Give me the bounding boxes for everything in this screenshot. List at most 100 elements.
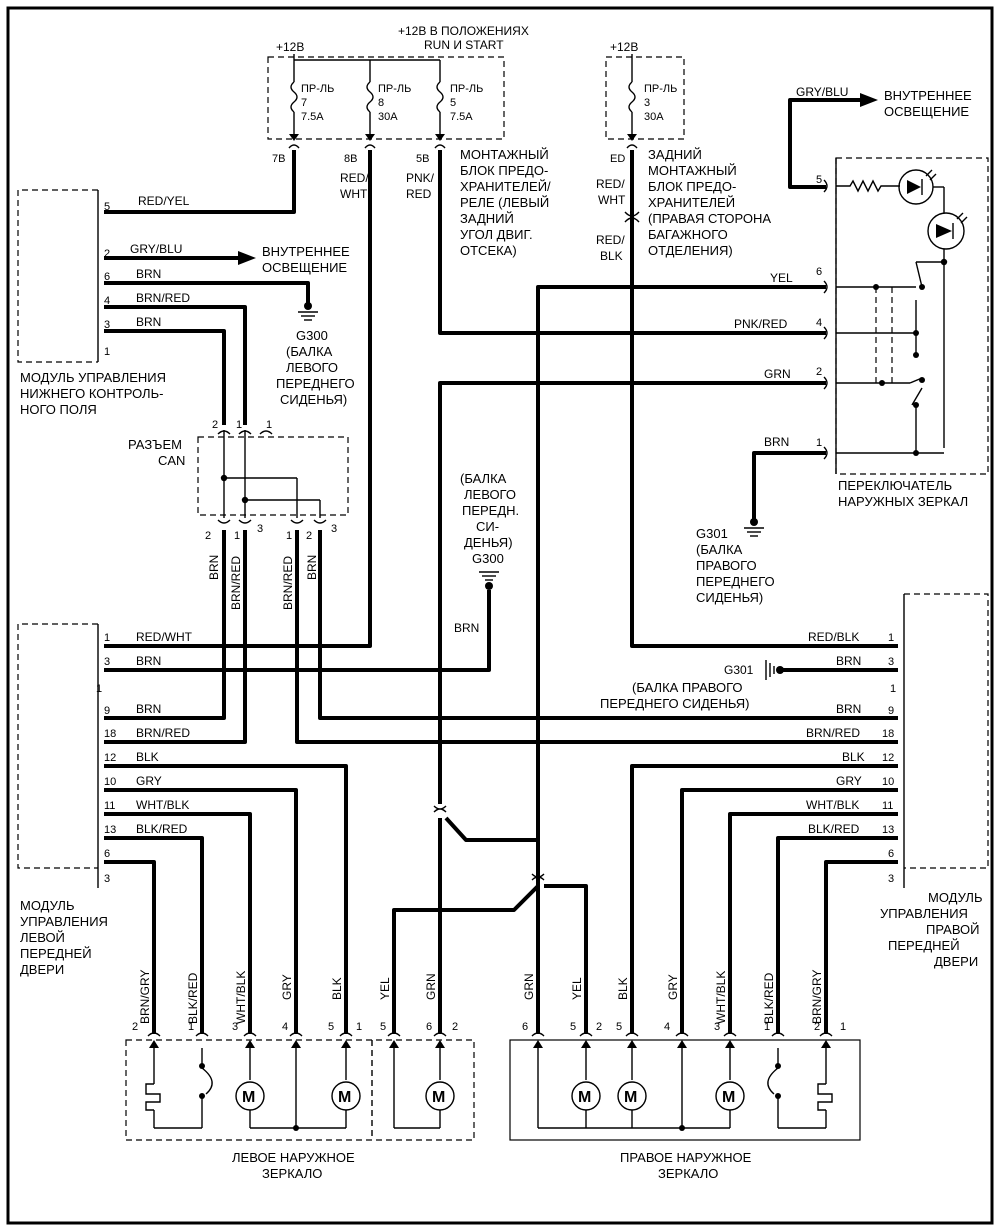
svg-text:ЗАДНИЙ: ЗАДНИЙ [648, 147, 702, 162]
svg-text:ПР-ЛЬ: ПР-ЛЬ [301, 83, 334, 95]
svg-text:2: 2 [104, 248, 110, 260]
svg-text:ХРАНИТЕЛЕЙ: ХРАНИТЕЛЕЙ [648, 195, 735, 210]
run-start-caption-2: RUN И START [424, 38, 504, 52]
svg-text:(БАЛКА ПРАВОГО: (БАЛКА ПРАВОГО [632, 680, 743, 695]
svg-text:ОТДЕЛЕНИЯ): ОТДЕЛЕНИЯ) [648, 243, 733, 258]
svg-text:СИ-: СИ- [476, 519, 499, 534]
svg-text:УПРАВЛЕНИЯ: УПРАВЛЕНИЯ [880, 906, 968, 921]
svg-text:7: 7 [301, 97, 307, 109]
svg-text:11: 11 [104, 800, 115, 812]
svg-text:2: 2 [212, 419, 218, 431]
svg-text:M: M [578, 1089, 591, 1106]
svg-text:1: 1 [890, 683, 896, 695]
svg-text:GRN: GRN [764, 367, 791, 381]
svg-text:4: 4 [104, 295, 110, 307]
svg-text:GRY: GRY [136, 774, 162, 788]
svg-text:БЛОК ПРЕДО-: БЛОК ПРЕДО- [648, 179, 736, 194]
svg-text:G301: G301 [696, 526, 728, 541]
svg-text:6: 6 [104, 271, 110, 283]
svg-text:РЕЛЕ (ЛЕВЫЙ: РЕЛЕ (ЛЕВЫЙ [460, 195, 549, 210]
svg-text:1: 1 [356, 1021, 362, 1033]
pin-7b: 7B [272, 153, 285, 165]
svg-text:2: 2 [452, 1021, 458, 1033]
svg-text:ПЕРЕДНЕГО: ПЕРЕДНЕГО [276, 376, 355, 391]
svg-text:PNK/: PNK/ [406, 171, 435, 185]
svg-text:ПЕРЕДНЕЙ: ПЕРЕДНЕЙ [888, 938, 960, 953]
svg-text:12: 12 [882, 752, 894, 764]
svg-text:ДВЕРИ: ДВЕРИ [934, 954, 978, 969]
svg-text:BLK/RED: BLK/RED [186, 972, 200, 1024]
front-fuse-block-caption: МОНТАЖНЫЙ БЛОК ПРЕДО- ХРАНИТЕЛЕЙ/ РЕЛЕ (… [460, 147, 551, 258]
svg-text:3: 3 [104, 656, 110, 668]
mirror-wire-labels: BRN/GRY BLK/RED WHT/BLK GRY BLK YEL GRN … [138, 970, 824, 1024]
outer-frame [6, 6, 994, 1225]
svg-text:BRN: BRN [136, 702, 161, 716]
svg-text:ОСВЕЩЕНИЕ: ОСВЕЩЕНИЕ [884, 104, 969, 119]
fuse-7: ПР-ЛЬ 7 7.5A 7B [272, 60, 334, 165]
front-fuse-block: +12В В ПОЛОЖЕНИЯХ RUN И START +12В ПР-ЛЬ… [267, 24, 551, 258]
svg-text:6: 6 [816, 266, 822, 278]
svg-text:M: M [722, 1089, 735, 1106]
can-connector: РАЗЪЕМ CAN 2 1 1 2 1 3 1 2 3 [128, 419, 349, 542]
svg-text:BLK: BLK [616, 977, 630, 1000]
pin-5b: 5B [416, 153, 429, 165]
svg-text:BRN: BRN [836, 654, 861, 668]
svg-text:5: 5 [328, 1021, 334, 1033]
svg-text:4: 4 [664, 1021, 670, 1033]
svg-text:WHT/BLK: WHT/BLK [234, 971, 248, 1024]
svg-text:CAN: CAN [158, 453, 185, 468]
svg-text:BRN/GRY: BRN/GRY [810, 970, 824, 1024]
svg-text:ОТСЕКА): ОТСЕКА) [460, 243, 517, 258]
svg-text:3: 3 [888, 656, 894, 668]
lower-panel-caption-2: НИЖНЕГО КОНТРОЛЬ- [20, 386, 163, 401]
svg-text:ЛЕВОЙ: ЛЕВОЙ [20, 930, 65, 945]
svg-text:10: 10 [882, 776, 894, 788]
svg-text:BLK: BLK [600, 249, 623, 263]
svg-text:GRY: GRY [836, 774, 862, 788]
svg-text:BRN/RED: BRN/RED [806, 726, 860, 740]
svg-text:1: 1 [266, 419, 272, 431]
svg-text:BRN/RED: BRN/RED [229, 556, 243, 610]
fuse-5: ПР-ЛЬ 5 7.5A 5B [416, 60, 483, 165]
svg-text:1: 1 [888, 632, 894, 644]
svg-text:BLK/RED: BLK/RED [762, 972, 776, 1024]
svg-text:RED/WHT: RED/WHT [136, 630, 193, 644]
svg-text:2: 2 [816, 366, 822, 378]
svg-text:5: 5 [616, 1021, 622, 1033]
svg-text:ПЕРЕДНЕГО СИДЕНЬЯ): ПЕРЕДНЕГО СИДЕНЬЯ) [600, 696, 750, 711]
svg-text:9: 9 [104, 705, 110, 717]
svg-text:RED/: RED/ [596, 233, 625, 247]
svg-text:BRN: BRN [836, 702, 861, 716]
svg-text:BRN: BRN [136, 654, 161, 668]
svg-text:ПЕРЕКЛЮЧАТЕЛЬ: ПЕРЕКЛЮЧАТЕЛЬ [838, 478, 952, 493]
svg-text:6: 6 [104, 848, 110, 860]
plus12-label-front: +12В [276, 40, 304, 54]
svg-text:12: 12 [104, 752, 116, 764]
svg-text:WHT/BLK: WHT/BLK [806, 798, 859, 812]
svg-text:13: 13 [104, 824, 116, 836]
svg-text:3: 3 [331, 523, 337, 535]
svg-text:ПЕРЕДНЕЙ: ПЕРЕДНЕЙ [20, 946, 92, 961]
svg-text:YEL: YEL [570, 977, 584, 1000]
svg-text:BLK: BLK [136, 750, 159, 764]
right-mirror: 6 5 2 5 4 3 1 2 1 M M M [509, 1021, 861, 1181]
svg-text:ЛЕВОГО: ЛЕВОГО [464, 487, 516, 502]
svg-text:BRN: BRN [207, 555, 221, 580]
svg-text:8: 8 [378, 97, 384, 109]
svg-text:BRN: BRN [136, 315, 161, 329]
svg-text:ЗЕРКАЛО: ЗЕРКАЛО [262, 1166, 322, 1181]
switch-wires: GRY/BLU ВНУТРЕННЕЕ ОСВЕЩЕНИЕ BRN G301 (Б… [696, 85, 972, 605]
svg-text:НАРУЖНЫХ ЗЕРКАЛ: НАРУЖНЫХ ЗЕРКАЛ [838, 494, 968, 509]
svg-text:GRN: GRN [424, 973, 438, 1000]
svg-text:2: 2 [205, 530, 211, 542]
svg-text:3: 3 [104, 319, 110, 331]
svg-text:1: 1 [236, 419, 242, 431]
svg-text:1: 1 [764, 1021, 770, 1033]
svg-text:RED/: RED/ [340, 171, 369, 185]
lower-panel-caption-1: МОДУЛЬ УПРАВЛЕНИЯ [20, 370, 166, 385]
ground-g301-mid: G301 [724, 660, 784, 680]
main-harness: RED/WHT PNK/RED RED/BLK BRN G301 BRN (БА… [104, 150, 898, 1034]
svg-text:УГОЛ ДВИГ.: УГОЛ ДВИГ. [460, 227, 533, 242]
svg-text:ЛЕВОГО: ЛЕВОГО [286, 360, 338, 375]
svg-text:ВНУТРЕННЕЕ: ВНУТРЕННЕЕ [262, 244, 350, 259]
